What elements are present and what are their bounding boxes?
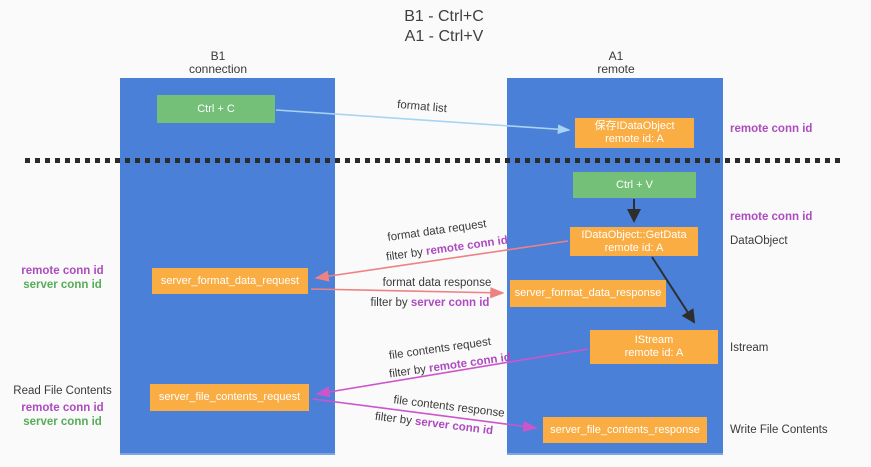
copy-paste-separator-dashed-line <box>25 158 841 163</box>
node-ctrl-v: Ctrl + V <box>573 172 696 198</box>
node-istream-line1: IStream <box>634 334 674 346</box>
server-conn-id-text: server conn id <box>410 297 490 309</box>
left-label-server-conn-id-bottom: server conn id <box>23 416 102 428</box>
edge-label-format-data-response: format data response <box>382 277 492 289</box>
node-ctrl-v-label: Ctrl + V <box>616 178 653 191</box>
format-data-response-arrow <box>310 287 505 299</box>
node-getdata-line1: IDataObject::GetData <box>581 228 687 241</box>
right-label-remote-conn-id-mid: remote conn id <box>730 211 813 223</box>
lane-b1-name: B1 <box>210 49 226 63</box>
title-line-2: A1 - Ctrl+V <box>404 28 484 45</box>
node-save-idataobject: 保存IDataObject remote id: A <box>575 118 694 148</box>
server-conn-id-text: server conn id <box>414 415 494 438</box>
node-server-file-contents-request-label: server_file_contents_request <box>158 391 301 403</box>
node-server-file-contents-response: server_file_contents_response <box>543 417 707 443</box>
node-ctrl-c-label: Ctrl + C <box>197 102 235 115</box>
filter-by-text: filter by <box>374 410 416 428</box>
edge-label-format-list: format list <box>396 98 448 116</box>
node-server-format-data-request-label: server_format_data_request <box>160 274 300 287</box>
remote-conn-id-text: remote conn id <box>425 234 509 258</box>
lane-header-a1: A1 remote <box>597 50 634 76</box>
filter-by-text: filter by <box>385 245 427 264</box>
title-line-1: B1 - Ctrl+C <box>404 8 484 25</box>
node-server-format-data-request: server_format_data_request <box>152 268 308 294</box>
left-label-read-file-contents: Read File Contents <box>13 385 112 397</box>
right-label-remote-conn-id-top: remote conn id <box>730 123 813 135</box>
node-save-idataobject-line1: 保存IDataObject <box>594 120 675 132</box>
node-istream: IStream remote id: A <box>590 330 718 364</box>
filter-by-text: filter by <box>388 362 430 381</box>
diagram-title: B1 - Ctrl+C A1 - Ctrl+V <box>404 7 484 47</box>
remote-conn-id-text: remote conn id <box>428 351 512 375</box>
node-server-format-data-response-label: server_format_data_response <box>514 287 662 299</box>
right-label-write-file-contents: Write File Contents <box>730 424 828 436</box>
node-ctrl-c: Ctrl + C <box>157 95 275 123</box>
lane-b1-role: connection <box>188 62 248 76</box>
lane-a1-role: remote <box>597 62 635 76</box>
left-label-remote-conn-id-bottom: remote conn id <box>21 402 104 414</box>
right-label-istream: Istream <box>730 342 769 354</box>
left-label-remote-conn-id-top: remote conn id <box>21 265 104 277</box>
node-getdata-line2: remote id: A <box>604 241 664 254</box>
node-save-idataobject-line2: remote id: A <box>605 133 664 145</box>
right-label-dataobject: DataObject <box>730 235 788 247</box>
node-server-file-contents-response-label: server_file_contents_response <box>550 423 700 436</box>
node-istream-line2: remote id: A <box>624 347 684 359</box>
node-server-file-contents-request: server_file_contents_request <box>150 384 309 411</box>
left-label-server-conn-id-top: server conn id <box>23 279 102 291</box>
node-server-format-data-response: server_format_data_response <box>510 280 666 307</box>
edge-label-format-response-filter: filter by server conn id <box>371 297 490 309</box>
lane-header-b1: B1 connection <box>189 50 247 76</box>
filter-by-text: filter by <box>370 297 411 309</box>
node-idataobject-getdata: IDataObject::GetData remote id: A <box>570 227 698 256</box>
lane-a1-name: A1 <box>608 49 624 63</box>
